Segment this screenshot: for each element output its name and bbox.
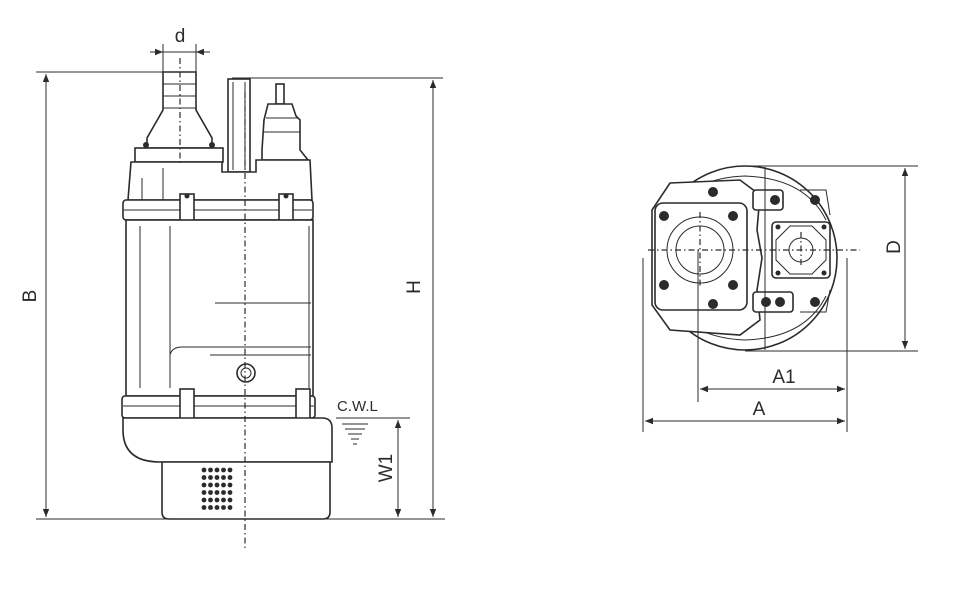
strainer-hole xyxy=(208,505,213,510)
label-b: B xyxy=(20,290,41,303)
dimension-b: B xyxy=(20,71,445,520)
dimension-w1: C.W.L W1 xyxy=(336,398,410,517)
strainer-holes xyxy=(201,467,233,510)
strainer-hole xyxy=(201,475,207,480)
dimension-A1: A1 xyxy=(697,250,848,432)
strainer-hole xyxy=(208,482,213,488)
strainer-hole xyxy=(221,482,226,488)
side-view: B H d xyxy=(20,26,445,548)
strainer-hole xyxy=(221,467,226,473)
strainer-hole xyxy=(214,490,220,495)
strainer-hole xyxy=(201,490,207,495)
label-w1: W1 xyxy=(376,454,397,483)
strainer-hole xyxy=(214,482,220,488)
strainer-hole xyxy=(201,505,207,510)
drain-plug xyxy=(236,363,256,383)
dimension-D: D xyxy=(745,165,918,352)
top-view: D A1 A xyxy=(642,165,918,432)
strainer-hole xyxy=(227,505,233,510)
dimension-A: A xyxy=(642,258,845,432)
strainer-hole xyxy=(214,505,220,510)
label-cwl: C.W.L xyxy=(337,398,378,415)
strainer-hole xyxy=(227,475,233,480)
strainer-hole xyxy=(221,497,226,503)
discharge-flange xyxy=(654,202,748,311)
strainer-hole xyxy=(208,490,213,495)
label-A: A xyxy=(753,399,766,420)
strainer-hole xyxy=(221,490,226,495)
label-h: H xyxy=(404,280,425,294)
label-D: D xyxy=(884,240,905,254)
strainer-hole xyxy=(201,467,207,473)
strainer-hole xyxy=(208,497,213,503)
strainer-hole xyxy=(201,497,207,503)
strainer-hole xyxy=(221,505,226,510)
dimension-d: d xyxy=(150,26,210,74)
strainer-hole xyxy=(214,475,220,480)
strainer-hole xyxy=(227,467,233,473)
strainer-hole xyxy=(208,475,213,480)
dimension-h: H xyxy=(232,77,443,517)
strainer-hole xyxy=(227,482,233,488)
strainer-hole xyxy=(201,482,207,488)
strainer-hole xyxy=(227,497,233,503)
strainer-hole xyxy=(221,475,226,480)
strainer-hole xyxy=(214,497,220,503)
pump-side-body xyxy=(121,71,333,520)
label-A1: A1 xyxy=(772,367,795,388)
strainer-hole xyxy=(214,467,220,473)
strainer-hole xyxy=(227,490,233,495)
strainer-hole xyxy=(208,467,213,473)
label-d: d xyxy=(175,26,186,47)
